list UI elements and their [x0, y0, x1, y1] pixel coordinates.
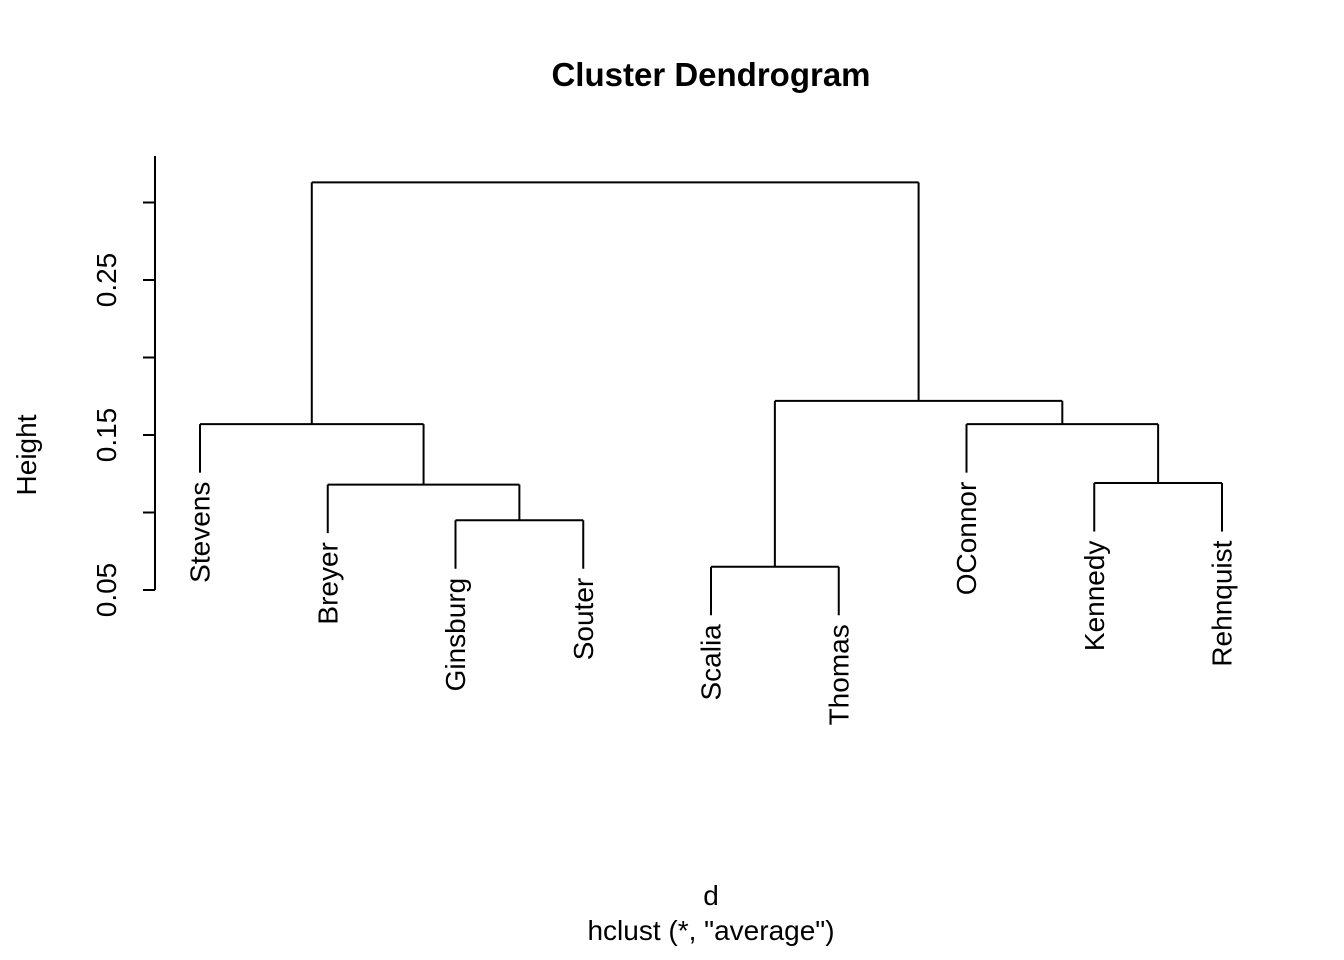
y-axis-label: Height [11, 414, 42, 495]
leaf-label-thomas: Thomas [823, 624, 854, 725]
leaf-label-rehnquist: Rehnquist [1207, 540, 1238, 666]
x-axis-label-line1: d [703, 880, 719, 911]
leaf-label-stevens: Stevens [185, 482, 216, 583]
chart-title: Cluster Dendrogram [551, 56, 870, 93]
leaf-label-oconnor: OConnor [951, 482, 982, 596]
y-axis: 0.05 0.15 0.25 [91, 156, 156, 618]
leaf-label-ginsburg: Ginsburg [440, 578, 471, 692]
y-tick-label: 0.15 [91, 408, 122, 463]
x-axis-label-line2: hclust (*, "average") [587, 915, 834, 946]
y-tick-label: 0.25 [91, 253, 122, 308]
leaf-label-kennedy: Kennedy [1079, 541, 1110, 652]
leaf-label-souter: Souter [568, 578, 599, 661]
leaf-label-breyer: Breyer [312, 542, 343, 624]
leaf-label-scalia: Scalia [696, 624, 727, 701]
y-tick-label: 0.05 [91, 563, 122, 618]
